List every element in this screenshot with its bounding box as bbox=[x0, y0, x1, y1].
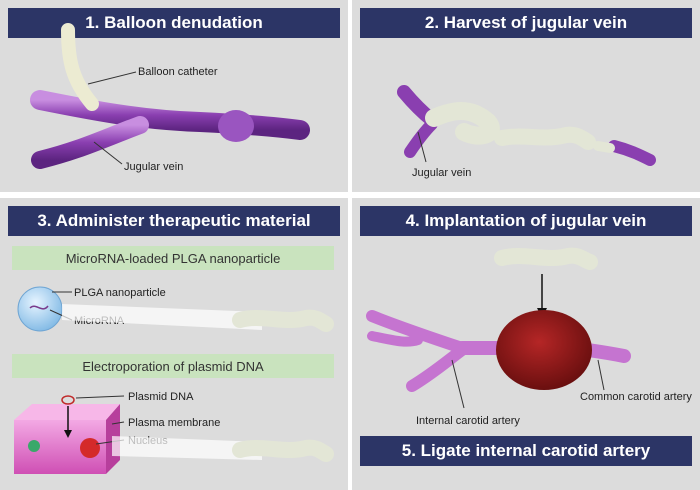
microrna-strand bbox=[29, 305, 49, 310]
vein-segment-upper bbox=[232, 309, 334, 332]
vein-segment-lower bbox=[232, 439, 334, 462]
therapeutic-material-illustration: PLGA nanoparticle MicroRNA Plasmid DNA P… bbox=[14, 286, 334, 474]
internal-carotid-label: Internal carotid artery bbox=[416, 415, 520, 427]
cell-body bbox=[14, 404, 120, 420]
zoom-cone-upper bbox=[62, 304, 262, 330]
panel-4-title: 4. Implantation of jugular vein bbox=[360, 206, 692, 236]
common-carotid-label: Common carotid artery bbox=[580, 391, 692, 403]
jugular-vein-shape bbox=[30, 90, 310, 140]
vein-stump-left-branch bbox=[404, 118, 438, 158]
panel-5-title: 5. Ligate internal carotid artery bbox=[360, 436, 692, 466]
plasmid-dna-shape bbox=[61, 395, 75, 405]
nanoparticle-subtitle: MicroRNA-loaded PLGA nanoparticle bbox=[12, 246, 334, 270]
implanted-graft bbox=[496, 310, 592, 390]
balloon-catheter-shape bbox=[61, 23, 99, 111]
balloon-catheter-label: Balloon catheter bbox=[138, 66, 218, 78]
panel-4-implantation: 4. Implantation of jugular vein Internal… bbox=[352, 198, 700, 490]
harvest-illustration: Jugular vein bbox=[397, 85, 656, 179]
plasma-membrane-label: Plasma membrane bbox=[128, 417, 220, 429]
internal-carotid-artery-shape bbox=[366, 310, 468, 354]
vein-stump-right bbox=[608, 140, 656, 166]
plga-nanoparticle-label: PLGA nanoparticle bbox=[74, 287, 166, 299]
balloon-bulge bbox=[218, 110, 254, 142]
nucleus-shape bbox=[80, 438, 100, 458]
panel-3-administer: 3. Administer therapeutic material Micro… bbox=[0, 198, 348, 490]
vein-graft-segment bbox=[494, 247, 598, 270]
harvested-vein-segment-2 bbox=[494, 126, 596, 150]
panel-2-jugular-vein-label: Jugular vein bbox=[412, 167, 471, 179]
jugular-vein-label: Jugular vein bbox=[124, 161, 183, 173]
harvested-vein-segment bbox=[425, 102, 500, 145]
electroporation-subtitle: Electroporation of plasmid DNA bbox=[12, 354, 334, 378]
panel-1-balloon-denudation: 1. Balloon denudation Balloon catheter J… bbox=[0, 0, 348, 192]
plga-nanoparticle-shape bbox=[17, 286, 63, 332]
zoom-cone-lower bbox=[112, 436, 262, 460]
panel-2-harvest: 2. Harvest of jugular vein Jugular vein bbox=[352, 0, 700, 192]
balloon-denudation-illustration: Balloon catheter Jugular vein bbox=[30, 23, 310, 173]
plasmid-dna-label: Plasmid DNA bbox=[128, 391, 194, 403]
panel-2-title: 2. Harvest of jugular vein bbox=[360, 8, 692, 38]
implantation-illustration: Internal carotid artery Common carotid a… bbox=[366, 247, 692, 427]
panel-3-title: 3. Administer therapeutic material bbox=[8, 206, 340, 236]
jugular-vein-branch bbox=[31, 116, 149, 169]
common-carotid-artery-shape bbox=[581, 343, 631, 363]
